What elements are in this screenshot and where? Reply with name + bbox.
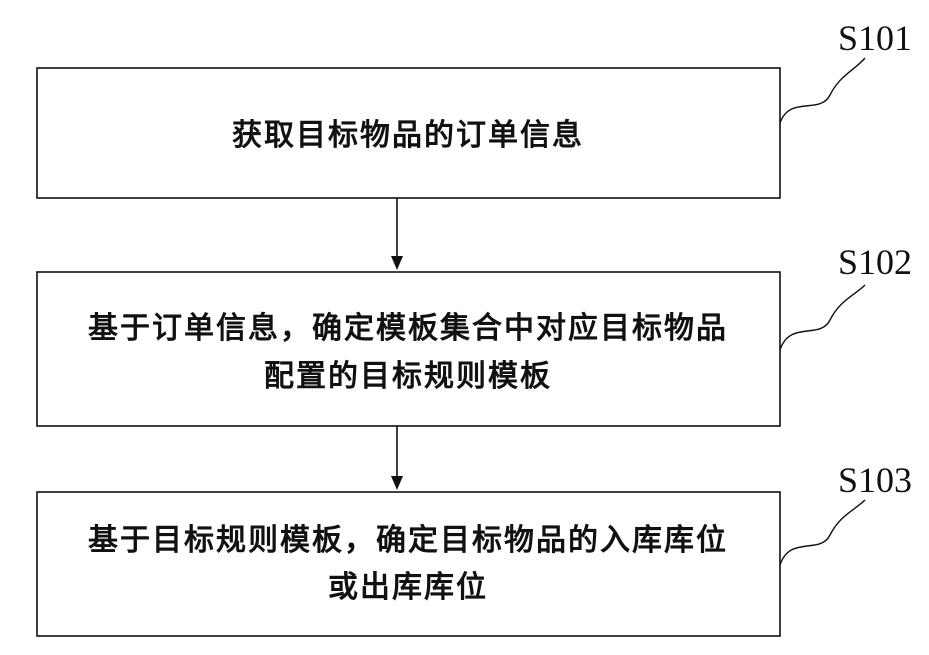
- step-box-s103: [37, 492, 780, 636]
- step-text-s102-line1: 基于订单信息，确定模板集合中对应目标物品: [88, 311, 728, 346]
- arrow-s101-to-s102: [391, 198, 403, 270]
- step-s102: 基于订单信息，确定模板集合中对应目标物品 配置的目标规则模板 S102: [37, 242, 912, 426]
- step-text-s103-line2: 或出库库位: [328, 570, 488, 605]
- step-text-s101-line1: 获取目标物品的订单信息: [232, 118, 584, 153]
- arrow-head-2: [391, 476, 403, 490]
- step-s101: 获取目标物品的订单信息 S101: [37, 18, 912, 198]
- leader-line-s102: [780, 285, 865, 350]
- leader-line-s103: [780, 500, 865, 565]
- step-label-s102: S102: [838, 242, 912, 282]
- arrow-head-1: [391, 256, 403, 270]
- leader-line-s101: [780, 58, 865, 123]
- step-box-s102: [37, 272, 780, 426]
- arrow-s102-to-s103: [391, 426, 403, 490]
- step-text-s103-line1: 基于目标规则模板，确定目标物品的入库库位: [88, 523, 728, 558]
- step-label-s101: S101: [838, 18, 912, 58]
- step-text-s102-line2: 配置的目标规则模板: [264, 359, 552, 394]
- step-label-s103: S103: [838, 460, 912, 500]
- step-s103: 基于目标规则模板，确定目标物品的入库库位 或出库库位 S103: [37, 460, 912, 636]
